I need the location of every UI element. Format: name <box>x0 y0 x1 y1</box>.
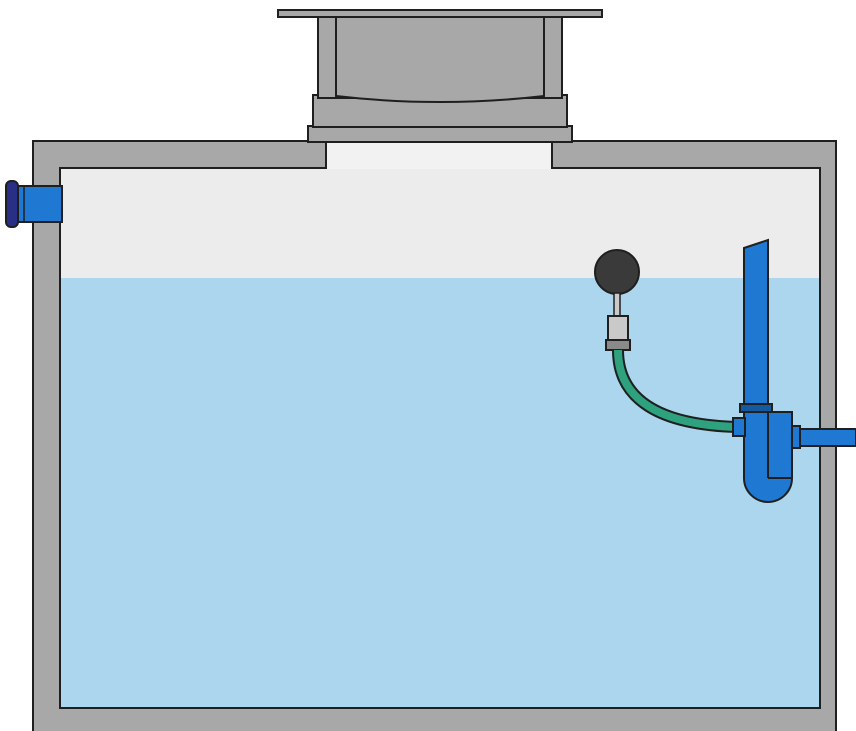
manhole-opening <box>326 141 552 169</box>
siphon-hose-connector <box>732 417 746 437</box>
suction-hose <box>614 349 739 431</box>
overflow-siphon-icon <box>732 238 856 503</box>
hose-icon <box>612 349 739 433</box>
manhole-collar <box>307 125 573 143</box>
water-body <box>60 278 820 708</box>
floating-ball-filter-icon <box>594 249 640 351</box>
manhole-cover-icon <box>277 9 603 169</box>
filter-body <box>607 315 629 341</box>
float-stem <box>613 292 621 318</box>
manhole-dish <box>335 15 545 103</box>
tank-interior <box>59 167 821 709</box>
float-ball <box>594 249 640 295</box>
siphon-ring <box>739 403 773 413</box>
inlet-pipe-icon <box>5 180 63 228</box>
manhole-lid <box>277 9 603 18</box>
inlet-pipe-cap <box>5 180 19 228</box>
siphon-riser <box>743 238 769 416</box>
outlet-flange <box>791 425 801 449</box>
inlet-pipe <box>13 185 63 223</box>
air-space <box>60 168 820 280</box>
filter-band <box>605 339 631 351</box>
outlet-pipe <box>799 428 856 447</box>
